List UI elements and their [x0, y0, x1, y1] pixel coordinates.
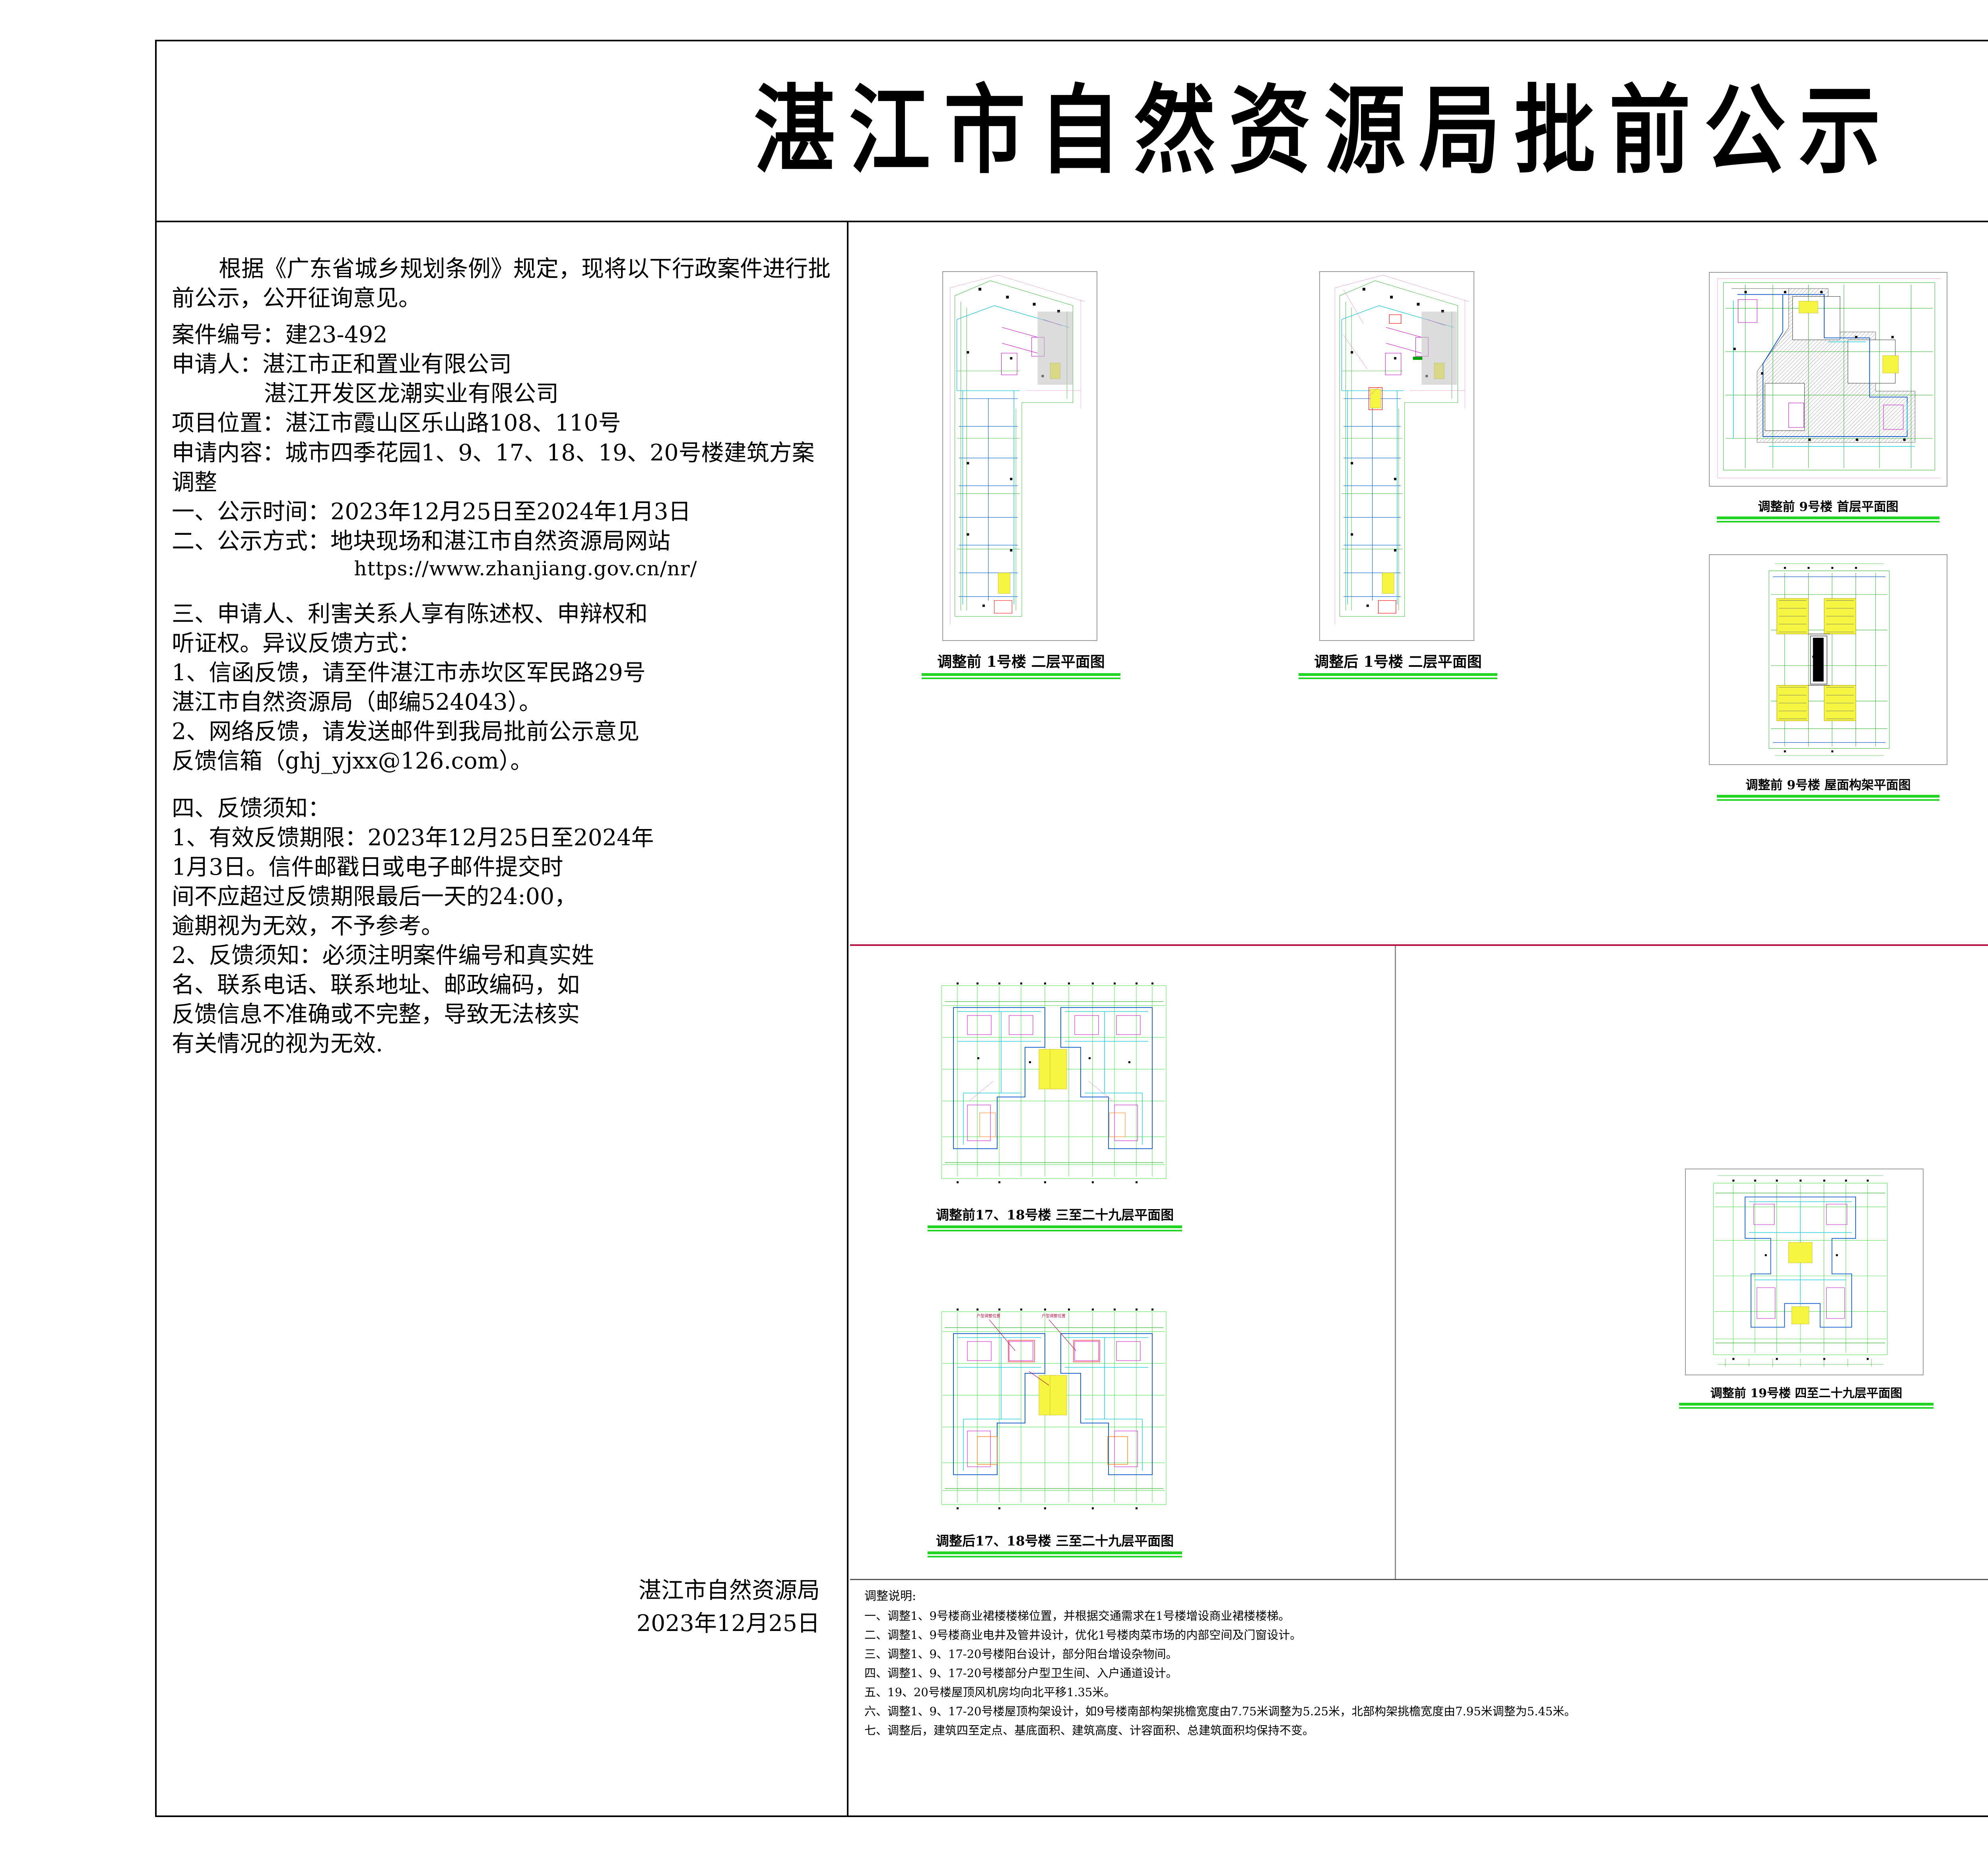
applicant-line-2: 湛江开发区龙潮实业有限公司	[264, 381, 559, 407]
applicant-1: 湛江市正和置业有限公司	[262, 351, 512, 378]
signature-date: 2023年12月25日	[636, 1610, 820, 1637]
drawing-panel-b19-before[interactable]	[1685, 1169, 1924, 1375]
caption-b9-roof-before: 调整前 9号楼 屋面构架平面图	[1717, 775, 1939, 801]
notice-item-4-2-l4: 有关情况的视为无效.	[172, 1031, 383, 1057]
caption-b1-after: 调整后 1号楼 二层平面图	[1299, 650, 1497, 679]
notice-item-3-1-l2: 湛江市自然资源局（邮编524043）。	[172, 689, 542, 716]
note-item: 七、调整后，建筑四至定点、基底面积、建筑高度、计容面积、总建筑面积均保持不变。	[864, 1724, 1314, 1737]
location-line: 项目位置：湛江市霞山区乐山路108、110号	[172, 408, 832, 438]
drawing-panel-b9-roof-before[interactable]	[1709, 554, 1947, 765]
drawing-panel-b1718-after[interactable]: 户型调整位置 户型调整位置	[930, 1304, 1176, 1518]
horizontal-divider-red	[850, 944, 1988, 946]
notes-list: 一、调整1、9号楼商业裙楼楼梯位置，并根据交通需求在1号楼增设商业裙楼楼梯。 二…	[864, 1610, 1988, 1736]
cad-drawing-b1718-before	[930, 978, 1176, 1192]
page-title: 湛江市自然资源局批前公示	[754, 74, 1894, 187]
adjustment-notes: 调整说明: 一、调整1、9号楼商业裙楼楼梯位置，并根据交通需求在1号楼增设商业裙…	[859, 1580, 1988, 1815]
signature-block: 湛江市自然资源局 2023年12月25日	[172, 1574, 850, 1640]
drawings-bottom-group: 调整前17、18号楼 三至二十九层平面图	[850, 946, 1988, 1580]
caption-b1-before: 调整前 1号楼 二层平面图	[922, 650, 1120, 679]
caption-b1718-after: 调整后17、18号楼 三至二十九层平面图	[928, 1530, 1182, 1557]
case-number-value: 建23-492	[285, 322, 388, 348]
notice-item-4-1-l3: 间不应超过反馈期限最后一天的24:00，	[172, 883, 577, 910]
svg-text:户型调整位置: 户型调整位置	[977, 1313, 1000, 1318]
公示-sheet: 湛江市自然资源局批前公示 根据《广东省城乡规划条例》规定，现将以下行政案件进行批…	[155, 40, 1988, 1817]
cad-drawing-b1718-after: 户型调整位置 户型调整位置	[930, 1304, 1176, 1518]
notice-item-4-2-l2: 名、联系电话、联系地址、邮政编码，如	[172, 972, 580, 998]
notice-item-4-2-l1: 2、反馈须知：必须注明案件编号和真实姓	[172, 942, 594, 969]
cad-drawing-b1-after	[1320, 272, 1474, 640]
vertical-divider-gray	[1395, 946, 1396, 1580]
drawings-top-group: 调整前 1号楼 二层平面图	[850, 222, 1988, 944]
title-bar: 湛江市自然资源局批前公示	[157, 41, 1988, 222]
signature-org: 湛江市自然资源局	[639, 1577, 820, 1604]
content-value: 城市四季花园1、9、17、18、19、20号楼建筑方案调整	[172, 439, 815, 495]
content-label: 申请内容：	[172, 439, 285, 466]
note-item: 六、调整1、9、17-20号楼屋顶构架设计，如9号楼南部构架挑檐宽度由7.75米…	[864, 1705, 1576, 1718]
note-item: 五、19、20号楼屋顶风机房均向北平移1.35米。	[864, 1685, 1116, 1699]
drawing-panel-b1718-before[interactable]	[930, 978, 1176, 1192]
drawing-panel-b1-after[interactable]	[1319, 271, 1474, 641]
drawing-panel-b1-before[interactable]	[942, 271, 1097, 641]
notice-intro: 根据《广东省城乡规划条例》规定，现将以下行政案件进行批前公示，公开征询意见。	[172, 256, 831, 312]
case-number-label: 案件编号：	[172, 322, 285, 348]
notice-item-4-2-l3: 反馈信息不准确或不完整，导致无法核实	[172, 1001, 580, 1028]
content-line: 申请内容：城市四季花园1、9、17、18、19、20号楼建筑方案调整	[172, 438, 832, 497]
notice-item-3-l1: 三、申请人、利害关系人享有陈述权、申辩权和	[172, 600, 648, 627]
notice-item-3-2-l1: 2、网络反馈，请发送邮件到我局批前公示意见	[172, 718, 640, 745]
note-item: 二、调整1、9号楼商业电井及管井设计，优化1号楼肉菜市场的内部空间及门窗设计。	[864, 1628, 1302, 1642]
note-item: 四、调整1、9、17-20号楼部分户型卫生间、入户通道设计。	[864, 1666, 1178, 1680]
cad-drawing-b9-gf-before	[1710, 273, 1947, 486]
caption-b1718-before: 调整前17、18号楼 三至二十九层平面图	[928, 1204, 1182, 1231]
location-value: 湛江市霞山区乐山路108、110号	[285, 410, 621, 437]
notice-item-4-1-l2: 1月3日。信件邮戳日或电子邮件提交时	[172, 854, 563, 880]
applicant-label: 申请人：	[172, 351, 262, 378]
notice-item-4-1-l4: 逾期视为无效，不予参考。	[172, 913, 444, 939]
notice-item-3-1-l1: 1、信函反馈，请至件湛江市赤坎区军民路29号	[172, 660, 646, 686]
drawings-column: 调整前 1号楼 二层平面图	[850, 222, 1988, 1815]
caption-b19-before: 调整前 19号楼 四至二十九层平面图	[1679, 1383, 1934, 1409]
caption-b9-gf-before: 调整前 9号楼 首层平面图	[1717, 497, 1939, 522]
cad-drawing-b19-before	[1686, 1169, 1923, 1375]
note-item: 三、调整1、9、17-20号楼阳台设计，部分阳台增设杂物间。	[864, 1647, 1178, 1661]
notice-url[interactable]: https://www.zhanjiang.gov.cn/nr/	[354, 557, 697, 580]
notice-item-4: 四、反馈须知：	[172, 795, 330, 821]
notes-divider	[850, 1579, 1988, 1580]
applicant-line-1: 申请人：湛江市正和置业有限公司	[172, 349, 832, 379]
note-item: 一、调整1、9号楼商业裙楼楼梯位置，并根据交通需求在1号楼增设商业裙楼楼梯。	[864, 1609, 1290, 1623]
notes-heading: 调整说明:	[864, 1589, 916, 1603]
cad-drawing-b1-before	[943, 272, 1097, 640]
notice-item-2: 二、公示方式：地块现场和湛江市自然资源局网站	[172, 528, 670, 554]
body-row: 根据《广东省城乡规划条例》规定，现将以下行政案件进行批前公示，公开征询意见。 案…	[157, 222, 1988, 1815]
svg-text:户型调整位置: 户型调整位置	[1042, 1313, 1066, 1318]
notice-item-1: 一、公示时间：2023年12月25日至2024年1月3日	[172, 498, 691, 525]
drawing-panel-b9-gf-before[interactable]	[1709, 272, 1947, 487]
case-number-line: 案件编号：建23-492	[172, 320, 832, 349]
cad-drawing-b9-roof-before	[1710, 555, 1947, 764]
notice-item-4-1-l1: 1、有效反馈期限：2023年12月25日至2024年	[172, 824, 654, 851]
notice-item-3-l2: 听证权。异议反馈方式：	[172, 630, 421, 657]
location-label: 项目位置：	[172, 410, 285, 437]
notice-column: 根据《广东省城乡规划条例》规定，现将以下行政案件进行批前公示，公开征询意见。 案…	[157, 222, 848, 1815]
notice-text: 根据《广东省城乡规划条例》规定，现将以下行政案件进行批前公示，公开征询意见。 案…	[172, 254, 832, 1058]
notice-item-3-2-l2: 反馈信箱（ghj_yjxx@126.com）。	[172, 748, 533, 775]
